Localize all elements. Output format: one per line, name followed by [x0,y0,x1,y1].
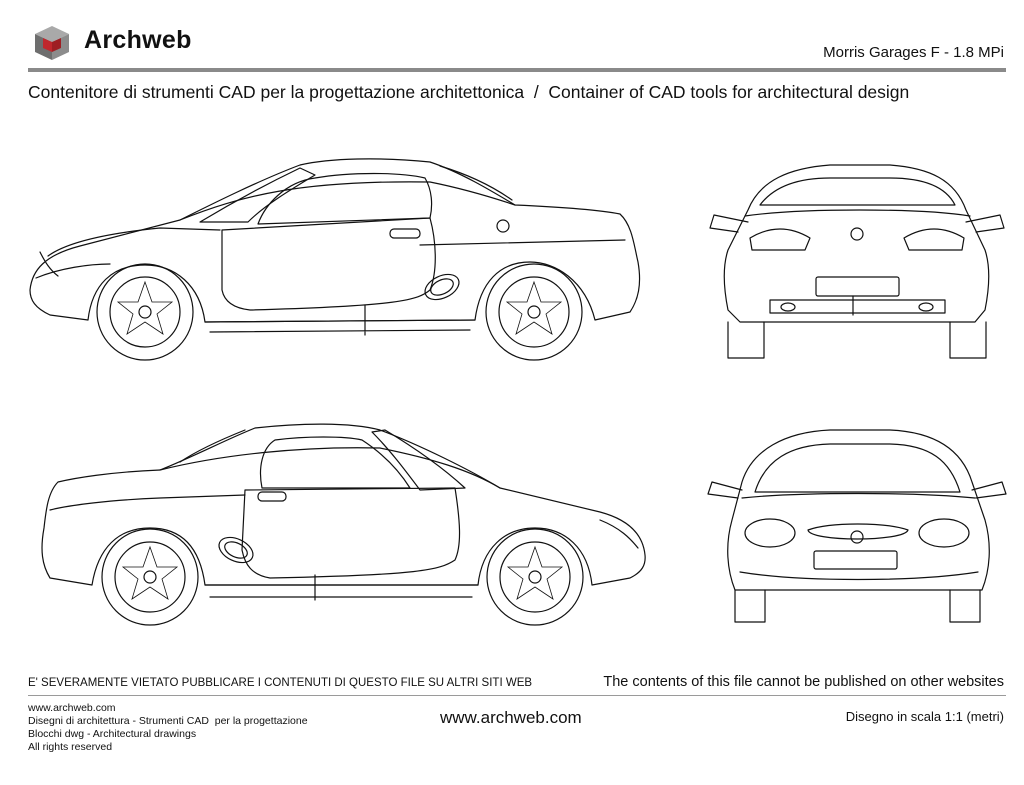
footer-info-line: Disegni di architettura - Strumenti CAD … [28,715,308,727]
drawing-scale: Disegno in scala 1:1 (metri) [845,709,1004,724]
footer-divider [28,695,1006,696]
header-divider [28,68,1006,72]
page-subtitle: Contenitore di strumenti CAD per la prog… [28,82,910,102]
warning-italian: E' SEVERAMENTE VIETATO PUBBLICARE I CONT… [28,677,533,689]
website-link[interactable]: www.archweb.com [440,708,582,727]
car-side-view-right [41,423,646,626]
car-rear-view [709,164,1005,359]
footer-info-line: All rights reserved [28,741,113,753]
archweb-logo-icon [35,26,69,60]
car-front-view [707,429,1007,623]
drawing-title: Morris Garages F - 1.8 MPi [823,44,1004,61]
car-cad-drawing [29,158,1007,626]
footer-info-line: Blocchi dwg - Architectural drawings [28,728,197,740]
logo-name: Archweb [84,26,192,54]
footer-info-line: www.archweb.com [28,702,116,714]
footer-info: www.archweb.com Disegni di architettura … [28,702,308,754]
car-side-view-left [29,158,641,361]
warning-english: The contents of this file cannot be publ… [603,674,1004,690]
